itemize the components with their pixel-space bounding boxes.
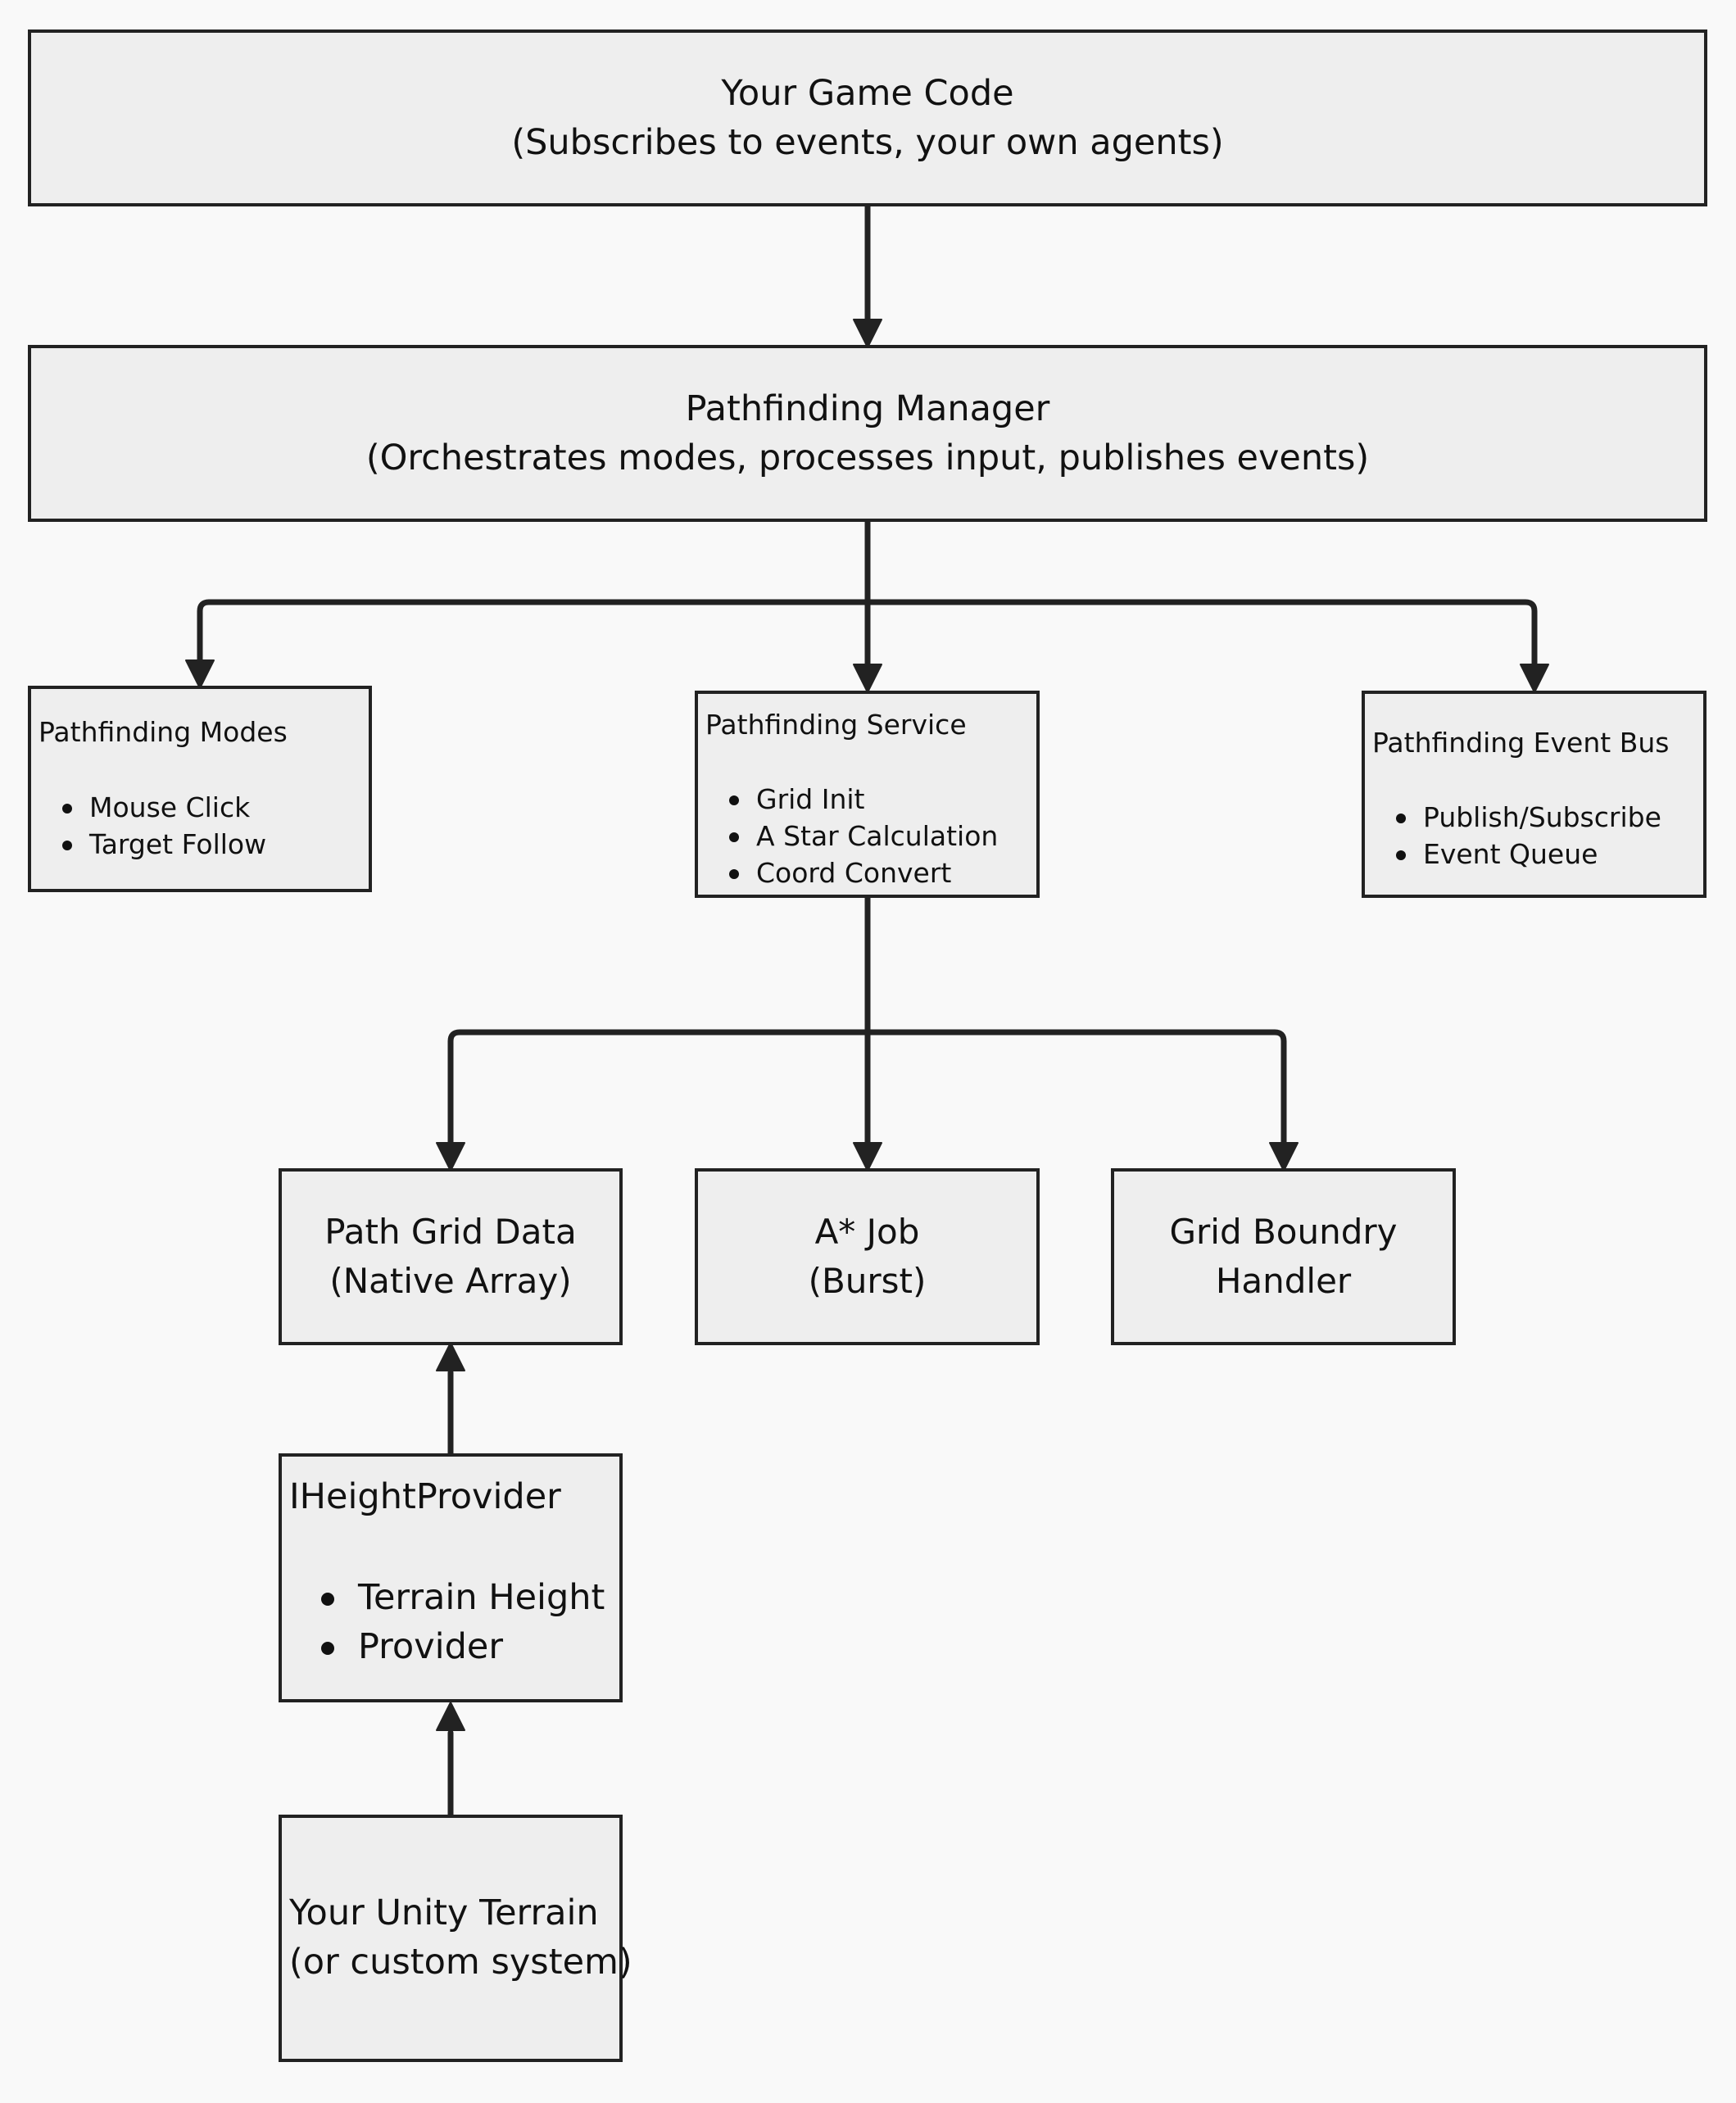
path-grid-data-node: Path Grid Data (Native Array): [279, 1168, 623, 1345]
pathfinding-modes-node: Pathfinding Modes Mouse Click Target Fol…: [28, 686, 372, 892]
terrain-line2: (or custom system): [289, 1942, 632, 1983]
edge-service-to-boundary: [864, 1029, 1287, 1150]
modes-list: Mouse Click Target Follow: [61, 789, 266, 863]
astar-job-node: A* Job (Burst): [695, 1168, 1040, 1345]
astar-line1: A* Job: [814, 1212, 920, 1252]
pathfinding-service-node: Pathfinding Service Grid Init A Star Cal…: [695, 691, 1040, 898]
astar-line2: (Burst): [808, 1261, 927, 1301]
event-bus-item: Publish/Subscribe: [1396, 799, 1661, 836]
game-code-subtitle: (Subscribes to events, your own agents): [511, 122, 1224, 163]
boundary-line2: Handler: [1215, 1261, 1352, 1301]
event-bus-title: Pathfinding Event Bus: [1372, 727, 1670, 759]
edge-manager-to-event-bus: [864, 599, 1538, 671]
manager-subtitle: (Orchestrates modes, processes input, pu…: [365, 437, 1370, 478]
unity-terrain-node: Your Unity Terrain (or custom system): [279, 1815, 632, 2062]
arrowhead-boundary: [1269, 1142, 1299, 1172]
manager-title: Pathfinding Manager: [685, 388, 1050, 429]
event-bus-item: Event Queue: [1396, 836, 1661, 872]
modes-item: Target Follow: [61, 826, 266, 863]
pathfinding-manager-node: Pathfinding Manager (Orchestrates modes,…: [28, 345, 1707, 522]
height-provider-list: Terrain Height Provider: [320, 1573, 605, 1671]
grid-data-line2: (Native Array): [329, 1261, 572, 1301]
boundary-line1: Grid Boundry: [1169, 1212, 1398, 1252]
game-code-title: Your Game Code: [721, 73, 1014, 114]
grid-boundary-node: Grid Boundry Handler: [1111, 1168, 1456, 1345]
terrain-line1: Your Unity Terrain: [289, 1892, 599, 1933]
service-item: Coord Convert: [728, 854, 998, 891]
modes-title: Pathfinding Modes: [39, 716, 288, 748]
height-provider-item: Provider: [320, 1622, 605, 1671]
event-bus-list: Publish/Subscribe Event Queue: [1396, 799, 1661, 872]
grid-data-line1: Path Grid Data: [324, 1212, 577, 1252]
arrowhead-modes: [185, 659, 215, 689]
height-provider-node: IHeightProvider Terrain Height Provider: [279, 1453, 623, 1702]
arrowhead-manager: [853, 319, 882, 348]
modes-item: Mouse Click: [61, 789, 266, 826]
arrowhead-service: [853, 664, 882, 693]
event-bus-node: Pathfinding Event Bus Publish/Subscribe …: [1362, 691, 1707, 898]
arrowhead-astar: [853, 1142, 882, 1172]
arrowhead-grid-data: [436, 1142, 465, 1172]
service-title: Pathfinding Service: [705, 709, 967, 741]
arrowhead-grid-data-up: [436, 1342, 465, 1371]
arrowhead-event-bus: [1520, 664, 1549, 693]
height-provider-item: Terrain Height: [320, 1573, 605, 1622]
height-provider-title: IHeightProvider: [289, 1476, 561, 1517]
service-list: Grid Init A Star Calculation Coord Conve…: [728, 781, 998, 891]
game-code-node: Your Game Code (Subscribes to events, yo…: [28, 29, 1707, 206]
edge-service-to-grid-data: [447, 1029, 871, 1150]
service-item: Grid Init: [728, 781, 998, 818]
arrowhead-height-up: [436, 1702, 465, 1731]
service-item: A Star Calculation: [728, 818, 998, 854]
edge-manager-to-modes: [197, 599, 871, 667]
